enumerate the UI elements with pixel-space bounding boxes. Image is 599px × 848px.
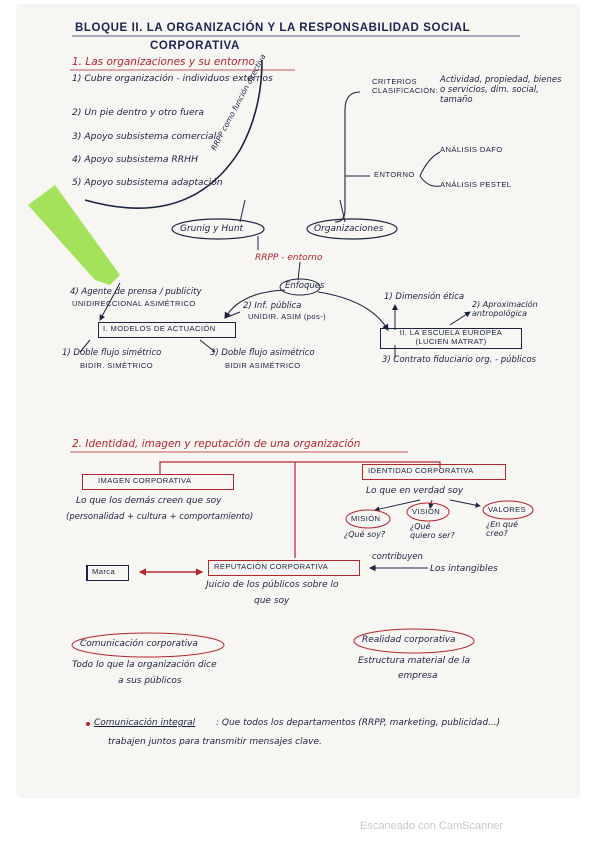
- grunig-oval: [171, 218, 265, 240]
- list-item: 1) Cubre organización - individuos exter…: [72, 73, 273, 84]
- identidad-label: IDENTIDAD CORPORATIVA: [368, 466, 474, 475]
- info-publica-sub: UNIDIR. ASIM (pos-): [248, 312, 327, 321]
- escuela-label: II. LA ESCUELA EUROPEA (LUCIEN MATRAT): [399, 328, 503, 347]
- imagen-box: [82, 474, 234, 490]
- imagen-text: Lo que los demás creen que soy: [76, 496, 222, 506]
- comunicacion-text: Todo lo que la organización dice: [72, 660, 217, 670]
- rrpp-entorno-label: RRPP - entorno: [255, 253, 323, 263]
- organizaciones-oval: [306, 218, 398, 240]
- enfoques-label: Enfoques: [285, 281, 325, 291]
- modelos-box: [98, 322, 236, 338]
- bidir-asim-sub: BIDIR ASIMÉTRICO: [225, 361, 301, 370]
- mision-q: ¿Qué soy?: [344, 530, 386, 539]
- contribuyen-label: contribuyen: [372, 552, 423, 562]
- realidad-text: empresa: [398, 671, 438, 681]
- contrato-label: 3) Contrato fiduciario org. - públicos: [382, 355, 536, 365]
- marca-label: Marca: [92, 567, 116, 576]
- comunicacion-oval: [71, 632, 225, 658]
- criterios-text: Actividad, propiedad, bienes o servicios…: [440, 75, 562, 105]
- integral-label: Comunicación integral: [94, 718, 196, 728]
- enfoques-oval: [279, 278, 321, 296]
- identidad-box: [362, 464, 506, 480]
- reputacion-label: REPUTACIÓN CORPORATIVA: [214, 562, 329, 571]
- comunicacion-label: Comunicación corporativa: [80, 639, 198, 649]
- section2-heading: 2. Identidad, imagen y reputación de una…: [72, 438, 361, 450]
- dim-etica-label: 1) Dimensión ética: [384, 292, 465, 302]
- escuela-box: [380, 328, 522, 349]
- bidir-sim-label: 1) Doble flujo simétrico: [62, 348, 162, 358]
- agente-label: 4) Agente de prensa / publicity: [70, 287, 202, 297]
- page-title-line2: CORPORATIVA: [150, 40, 240, 52]
- valores-q: ¿En qué creo?: [486, 520, 518, 539]
- valores-oval: [482, 500, 534, 520]
- imagen-text: (personalidad + cultura + comportamiento…: [66, 512, 254, 522]
- comunicacion-text: a sus públicos: [118, 676, 182, 686]
- agente-sub: UNIDIRECCIONAL ASIMÉTRICO: [72, 299, 196, 308]
- realidad-text: Estructura material de la: [358, 656, 471, 666]
- valores-label: VALORES: [488, 505, 527, 514]
- list-item: 4) Apoyo subsistema RRHH: [72, 154, 198, 165]
- marca-box: [86, 565, 129, 581]
- reputacion-text: Juicio de los públicos sobre lo: [206, 580, 339, 590]
- pestel-label: ANÁLISIS PESTEL: [440, 180, 512, 189]
- organizaciones-label: Organizaciones: [314, 224, 384, 234]
- mision-oval: [345, 509, 391, 529]
- vision-label: VISIÓN: [412, 507, 441, 516]
- reputacion-box: [208, 560, 360, 576]
- watermark: Escaneado con CamScanner: [360, 820, 504, 832]
- list-item: 5) Apoyo subsistema adaptación: [72, 177, 223, 188]
- section1-heading: 1. Las organizaciones y su entorno: [72, 56, 255, 68]
- vision-oval: [406, 502, 450, 522]
- integral-text: : Que todos los departamentos (RRPP, mar…: [216, 718, 501, 728]
- intangibles-label: Los intangibles: [430, 564, 498, 574]
- reputacion-text: que soy: [254, 596, 290, 606]
- bidir-asim-label: 3) Doble flujo asimétrico: [210, 348, 315, 358]
- integral-text: trabajen juntos para transmitir mensajes…: [108, 737, 322, 747]
- realidad-label: Realidad corporativa: [362, 635, 456, 645]
- mision-label: MISIÓN: [351, 514, 381, 523]
- grunig-label: Grunig y Hunt: [180, 224, 244, 234]
- realidad-oval: [353, 628, 475, 654]
- vision-q: ¿Qué quiero ser?: [410, 522, 455, 541]
- criterios-label: CRITERIOS CLASIFICACIÓN:: [372, 77, 438, 95]
- entorno-label: ENTORNO: [374, 170, 415, 179]
- page-title: BLOQUE II. LA ORGANIZACIÓN Y LA RESPONSA…: [75, 22, 471, 34]
- aprox-label: 2) Aproximación antropológica: [472, 300, 538, 319]
- scanned-page: [18, 6, 578, 796]
- identidad-text: Lo que en verdad soy: [366, 486, 464, 496]
- imagen-label: IMAGEN CORPORATIVA: [98, 476, 192, 485]
- bidir-sim-sub: BIDIR. SIMÉTRICO: [80, 361, 154, 370]
- list-item: 2) Un pie dentro y otro fuera: [72, 107, 205, 118]
- highlighter-mark: [28, 185, 120, 285]
- info-publica-label: 2) Inf. pública: [243, 301, 302, 311]
- dafo-label: ANÁLISIS DAFO: [440, 145, 503, 154]
- list-item: 3) Apoyo subsistema comercial: [72, 131, 217, 142]
- modelos-label: I. MODELOS DE ACTUACIÓN: [103, 324, 216, 333]
